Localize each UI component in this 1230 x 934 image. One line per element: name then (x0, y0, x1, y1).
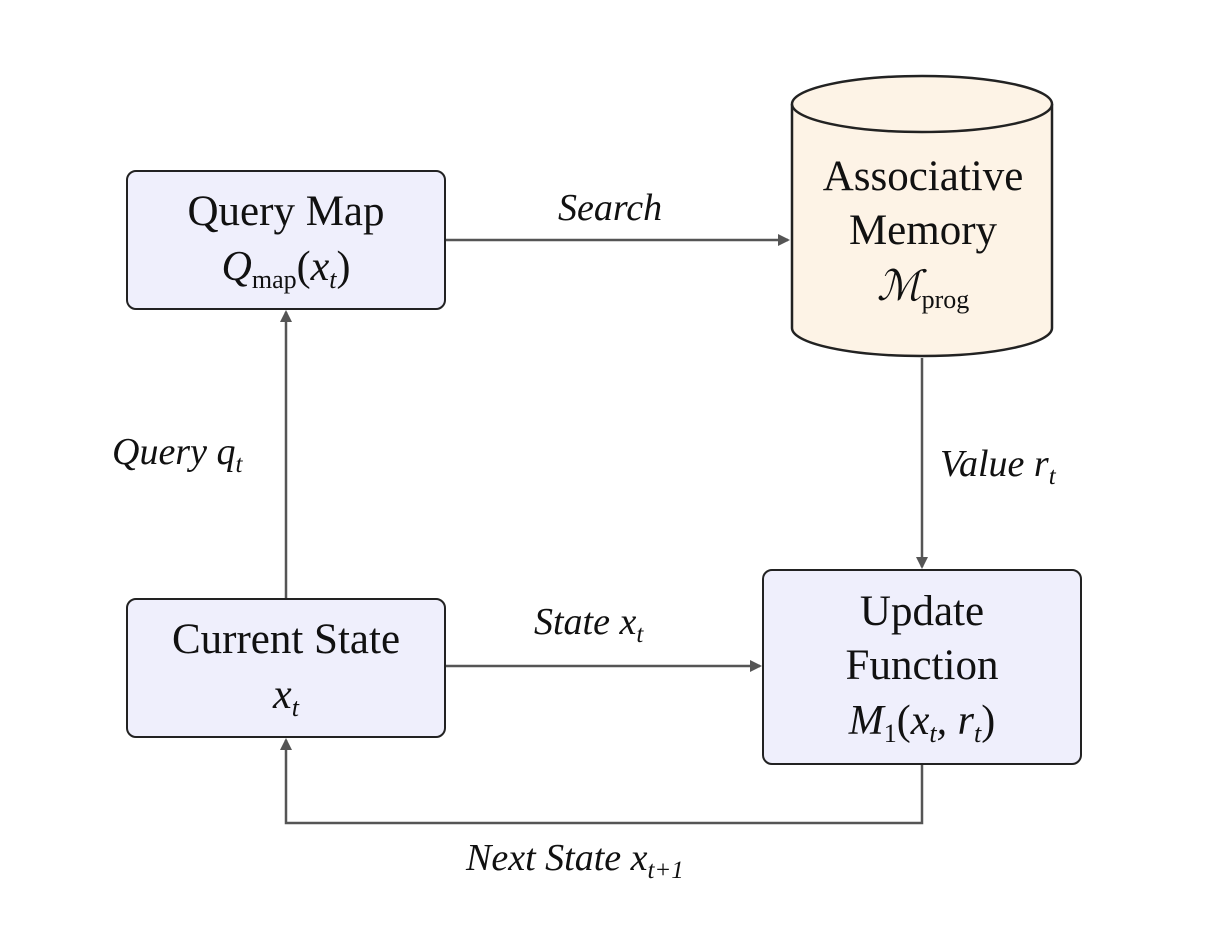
state-label: State xt (534, 601, 644, 648)
next-state-edge (280, 738, 924, 825)
memory-title-line2: Memory (848, 207, 998, 254)
memory-cylinder (790, 74, 1054, 358)
update-function-title-line1: Update (859, 588, 985, 635)
update-function-title-line2: Function (845, 642, 999, 689)
update-function-node: Update Function M1(xt, rt) (762, 569, 1082, 765)
memory-formula: ℳprog (876, 264, 970, 314)
memory-title-line1: Associative (822, 153, 1024, 200)
query-map-title: Query Map (187, 188, 385, 235)
query-map-formula: Qmap(xt) (221, 244, 351, 294)
query-label: Query qt (112, 431, 243, 478)
current-state-node: Current State xt (126, 598, 446, 738)
current-state-title: Current State (171, 616, 401, 663)
next-state-label: Next State xt+1 (466, 837, 684, 884)
value-label: Value rt (940, 443, 1056, 490)
update-function-formula: M1(xt, rt) (848, 698, 996, 748)
current-state-formula: xt (273, 672, 299, 722)
query-map-node: Query Map Qmap(xt) (126, 170, 446, 310)
memory-label: Associative Memory ℳprog (792, 150, 1054, 316)
search-label: Search (558, 187, 663, 229)
